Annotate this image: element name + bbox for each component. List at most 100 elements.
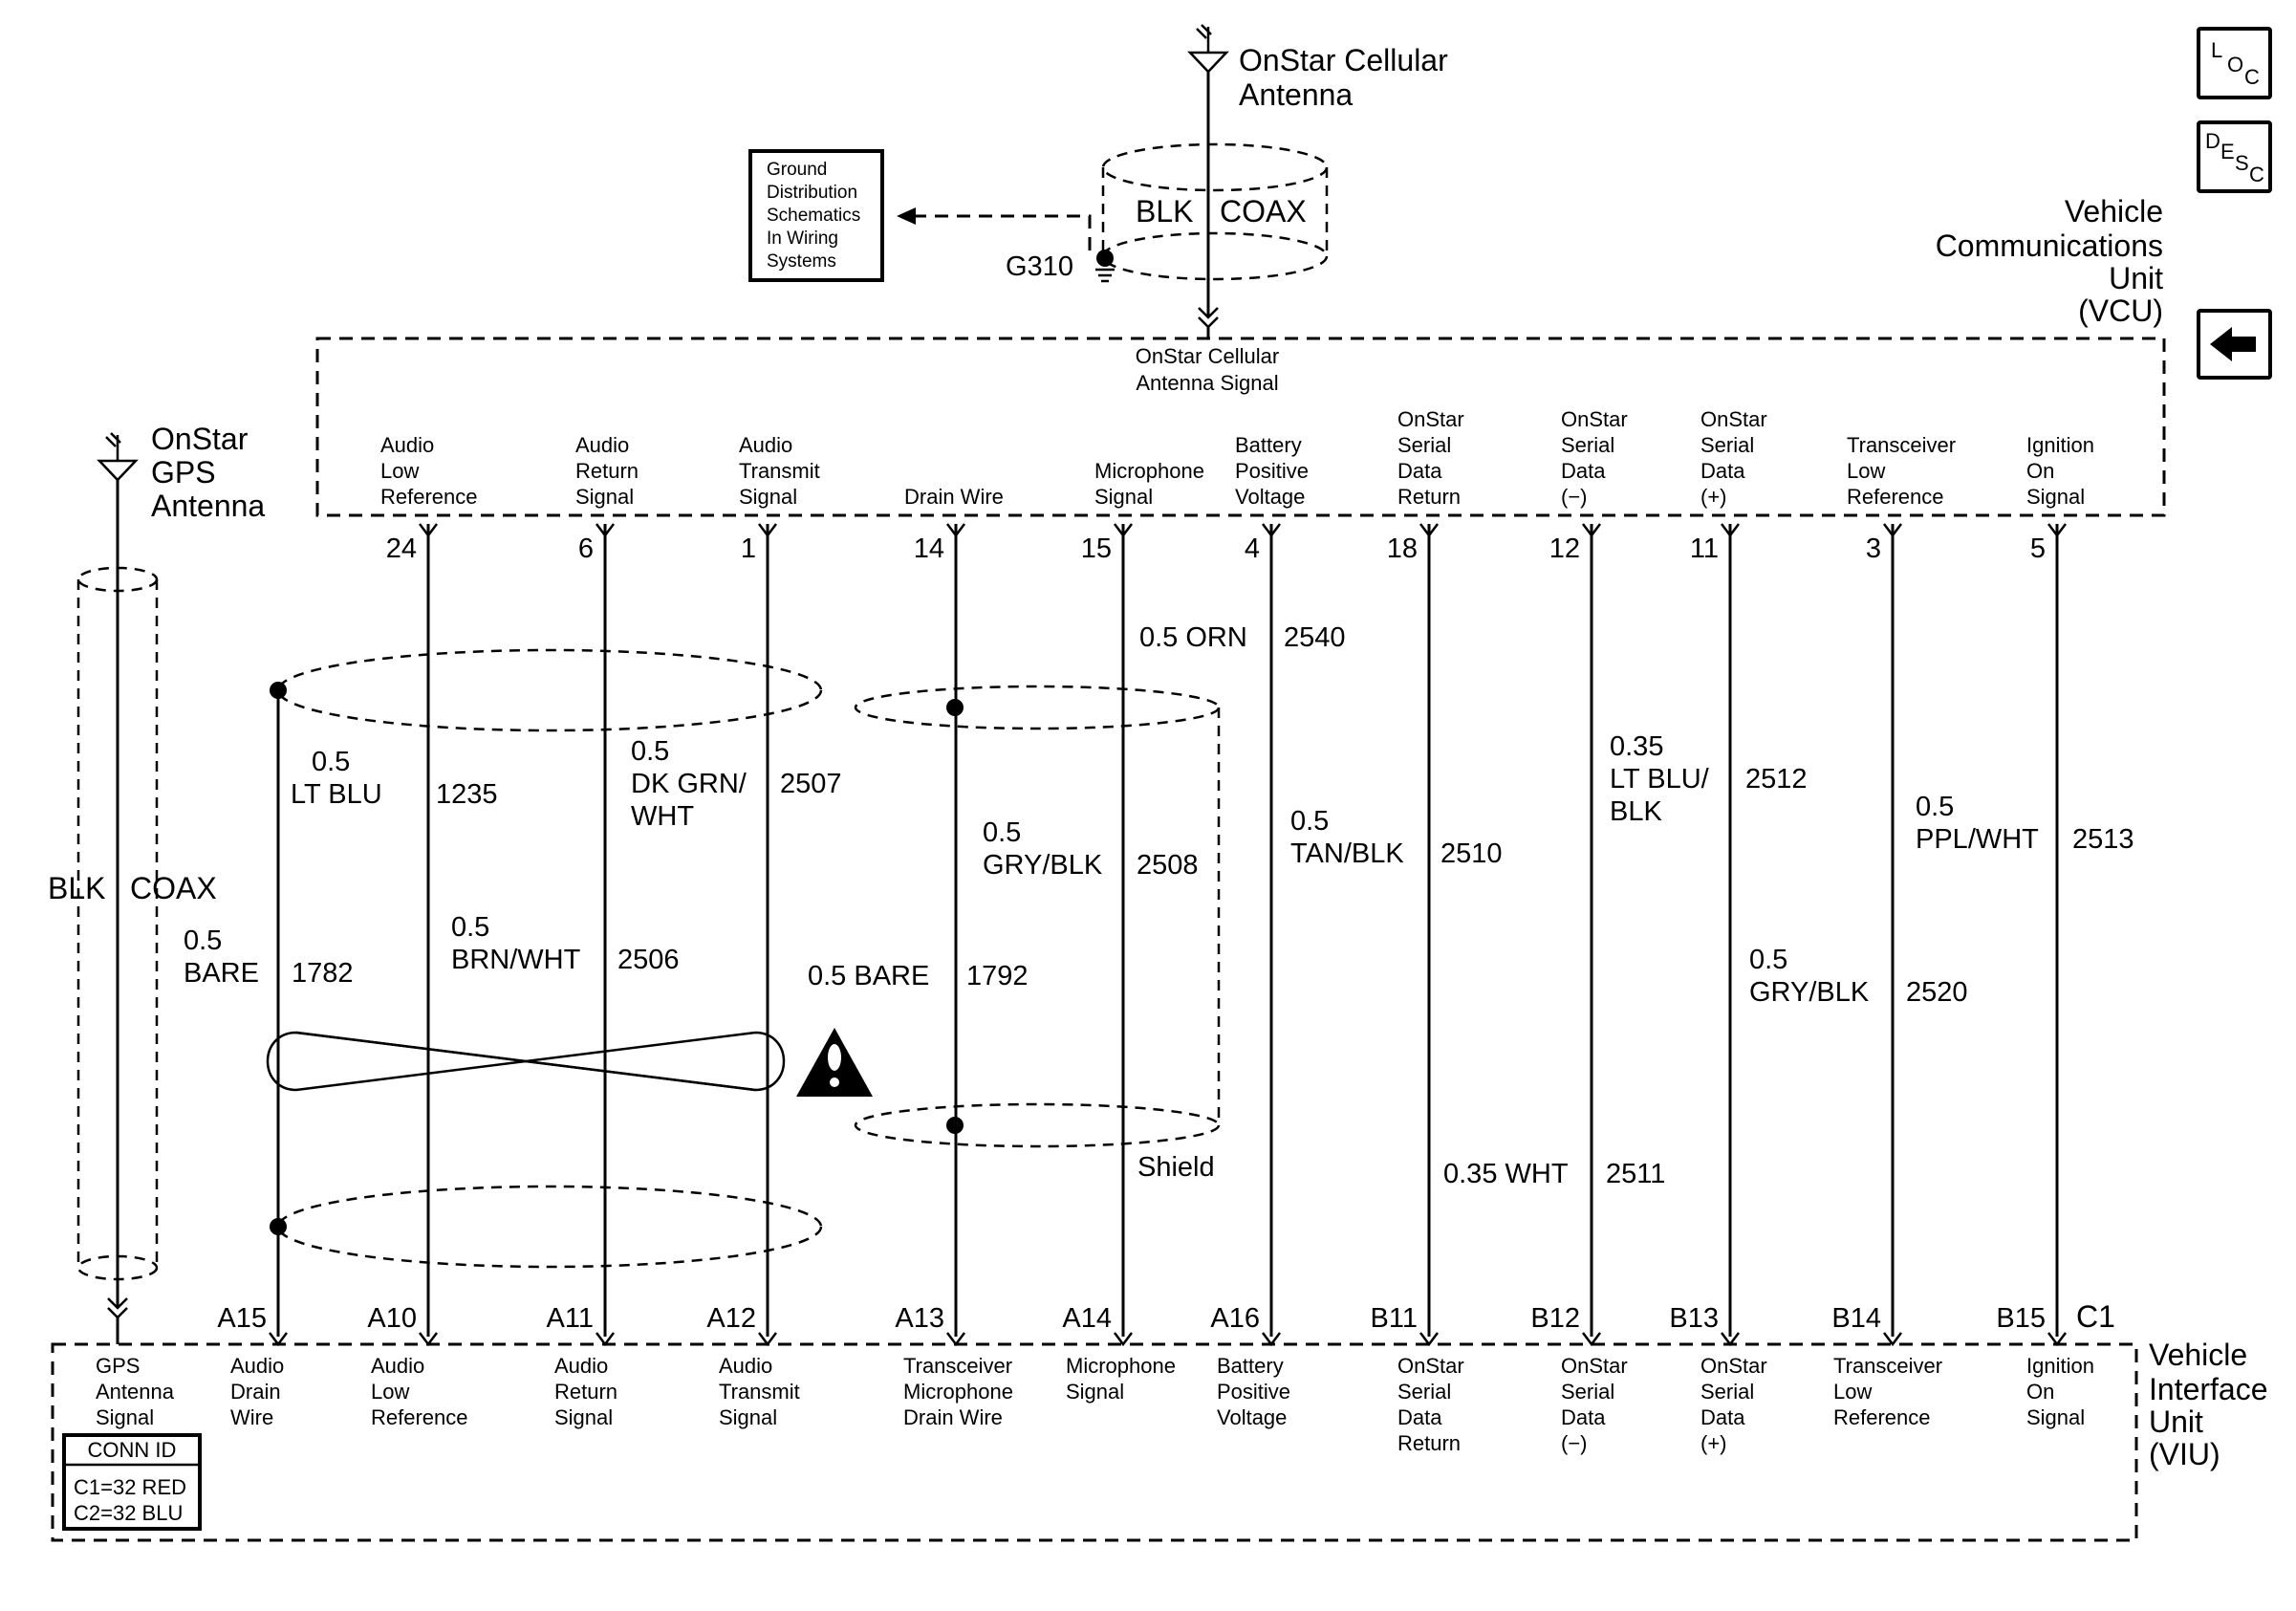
svg-text:S: S <box>2235 151 2249 175</box>
svg-text:2506: 2506 <box>617 945 680 975</box>
viu-pin-label-line: Serial <box>1561 1380 1614 1404</box>
svg-text:0.5 ORN: 0.5 ORN <box>1139 622 1247 653</box>
svg-text:2511: 2511 <box>1606 1159 1665 1189</box>
viu-pin-label-line: Drain <box>230 1380 281 1404</box>
vcu-antenna-signal-label-2: Antenna Signal <box>1136 371 1278 395</box>
svg-text:Unit: Unit <box>2149 1404 2203 1439</box>
vcu-pin-label-line: Low <box>380 459 419 483</box>
vcu-pin-label-line: Data <box>1700 459 1745 483</box>
svg-text:2520: 2520 <box>1906 977 1968 1008</box>
viu-pin-label-line: Wire <box>230 1405 273 1429</box>
svg-text:LT BLU/: LT BLU/ <box>1610 764 1710 795</box>
svg-text:C1=32 RED: C1=32 RED <box>74 1475 186 1499</box>
conn-id-box: CONN ID C1=32 RED C2=32 BLU <box>62 1433 202 1531</box>
connector-terminal <box>1721 1332 1740 1347</box>
vcu-pin-label-line: Audio <box>575 433 629 457</box>
vcu-pin-label-line: Serial <box>1397 433 1451 457</box>
viu-pin-label-line: Battery <box>1217 1354 1284 1378</box>
viu-gps-conn: C1 <box>2076 1299 2115 1334</box>
wire-labels: 0.5 BARE 1782 0.5 LT BLU 1235 0.5 BRN/WH… <box>184 622 2134 1189</box>
svg-text:2510: 2510 <box>1440 838 1503 869</box>
svg-text:0.5: 0.5 <box>983 817 1021 848</box>
viu-pin-label-line: OnStar <box>1561 1354 1628 1378</box>
cellular-coax-color: BLK <box>1136 194 1193 229</box>
svg-text:C: C <box>2244 65 2260 89</box>
viu-pin-label-line: OnStar <box>1700 1354 1767 1378</box>
svg-text:Vehicle: Vehicle <box>2149 1338 2247 1372</box>
svg-text:Systems: Systems <box>767 251 836 272</box>
vcu-pin-number: 12 <box>1549 533 1580 564</box>
vcu-pin-label-line: Reference <box>1847 485 1944 509</box>
svg-text:2512: 2512 <box>1745 764 1808 795</box>
vcu-box <box>315 337 2166 517</box>
viu-pin-number: A11 <box>547 1303 594 1334</box>
connector-terminal <box>1114 1332 1133 1347</box>
svg-text:BLK: BLK <box>1610 796 1662 827</box>
svg-text:In Wiring: In Wiring <box>767 229 838 249</box>
viu-pin-label-line: Low <box>1833 1380 1872 1404</box>
connector-terminal <box>1883 1332 1902 1347</box>
gps-coax-color: BLK <box>48 871 105 905</box>
svg-text:L: L <box>2211 38 2222 62</box>
svg-text:2507: 2507 <box>780 769 842 799</box>
connector-terminal <box>419 1332 438 1347</box>
gps-antenna-line1: OnStar <box>151 422 249 456</box>
vcu-pin-label-line: OnStar <box>1561 407 1628 431</box>
back-button[interactable] <box>2197 309 2272 380</box>
ground-icon <box>1095 250 1115 283</box>
viu-pin-label-line: Data <box>1397 1405 1442 1429</box>
vcu-pin-label-line: Low <box>1847 459 1885 483</box>
svg-text:GRY/BLK: GRY/BLK <box>983 850 1103 881</box>
svg-text:Communications: Communications <box>1936 229 2163 263</box>
viu-pin-label-line: (+) <box>1700 1431 1727 1455</box>
viu-name: Vehicle Interface Unit (VIU) <box>2149 1338 2268 1471</box>
connector-terminal <box>1582 1332 1601 1347</box>
connector-terminal <box>596 523 615 538</box>
vcu-name: Vehicle Communications Unit (VCU) <box>1936 194 2163 328</box>
svg-text:CONN ID: CONN ID <box>88 1438 177 1462</box>
vcu-pin-number: 14 <box>914 533 944 564</box>
viu-pin-label-line: Audio <box>554 1354 608 1378</box>
vcu-pin-label-line: Reference <box>380 485 478 509</box>
vcu-antenna-signal-label: OnStar Cellular <box>1136 344 1279 368</box>
vcu-pin-number: 24 <box>386 533 417 564</box>
vcu-pin-label-line: Signal <box>1094 485 1153 509</box>
viu-pin-label-line: Microphone <box>903 1380 1013 1404</box>
viu-pin-number: B11 <box>1371 1303 1418 1334</box>
gps-coax-shield <box>76 566 159 1281</box>
viu-pin-label-line: Signal <box>719 1405 777 1429</box>
vcu-pin-number: 3 <box>1866 533 1881 564</box>
viu-pin-label-line: Audio <box>230 1354 284 1378</box>
cellular-antenna-line2: Antenna <box>1239 77 1353 112</box>
svg-text:1782: 1782 <box>292 958 354 989</box>
viu-pin-label-line: Signal <box>554 1405 613 1429</box>
viu-pin-number: A13 <box>895 1303 944 1334</box>
connector-terminal <box>2047 523 2067 538</box>
svg-text:2540: 2540 <box>1284 622 1346 653</box>
svg-text:0.5 BARE: 0.5 BARE <box>808 961 929 991</box>
viu-pin-number: B13 <box>1669 1303 1719 1334</box>
vcu-pin-label-line: Signal <box>575 485 634 509</box>
gps-coax-type: COAX <box>130 871 217 905</box>
vcu-pin-label-line: Data <box>1397 459 1442 483</box>
viu-pin-label-line: Audio <box>719 1354 772 1378</box>
svg-text:O: O <box>2227 53 2243 76</box>
viu-pin-label-line: Signal <box>2026 1405 2085 1429</box>
vcu-pin-label-line: Signal <box>2026 485 2085 509</box>
viu-pin-label-line: Serial <box>1700 1380 1754 1404</box>
vcu-pin-label-line: Microphone <box>1094 459 1204 483</box>
svg-text:0.5: 0.5 <box>631 736 669 767</box>
svg-text:0.5: 0.5 <box>1749 945 1787 975</box>
desc-button[interactable]: D E S C <box>2197 120 2272 193</box>
connector-terminal <box>269 1332 288 1347</box>
loc-button[interactable]: L O C <box>2197 27 2272 99</box>
viu-pin-label-line: Signal <box>1066 1380 1124 1404</box>
svg-text:C2=32 BLU: C2=32 BLU <box>74 1501 183 1525</box>
vcu-pin-label-line: Transmit <box>739 459 820 483</box>
viu-pin-label-line: Signal <box>96 1405 154 1429</box>
svg-text:2513: 2513 <box>2072 824 2134 855</box>
connector-terminal <box>1419 523 1439 538</box>
ground-reference-box[interactable]: Ground Distribution Schematics In Wiring… <box>748 149 884 282</box>
svg-text:BARE: BARE <box>184 958 259 989</box>
viu-pin-label-line: Data <box>1700 1405 1745 1429</box>
